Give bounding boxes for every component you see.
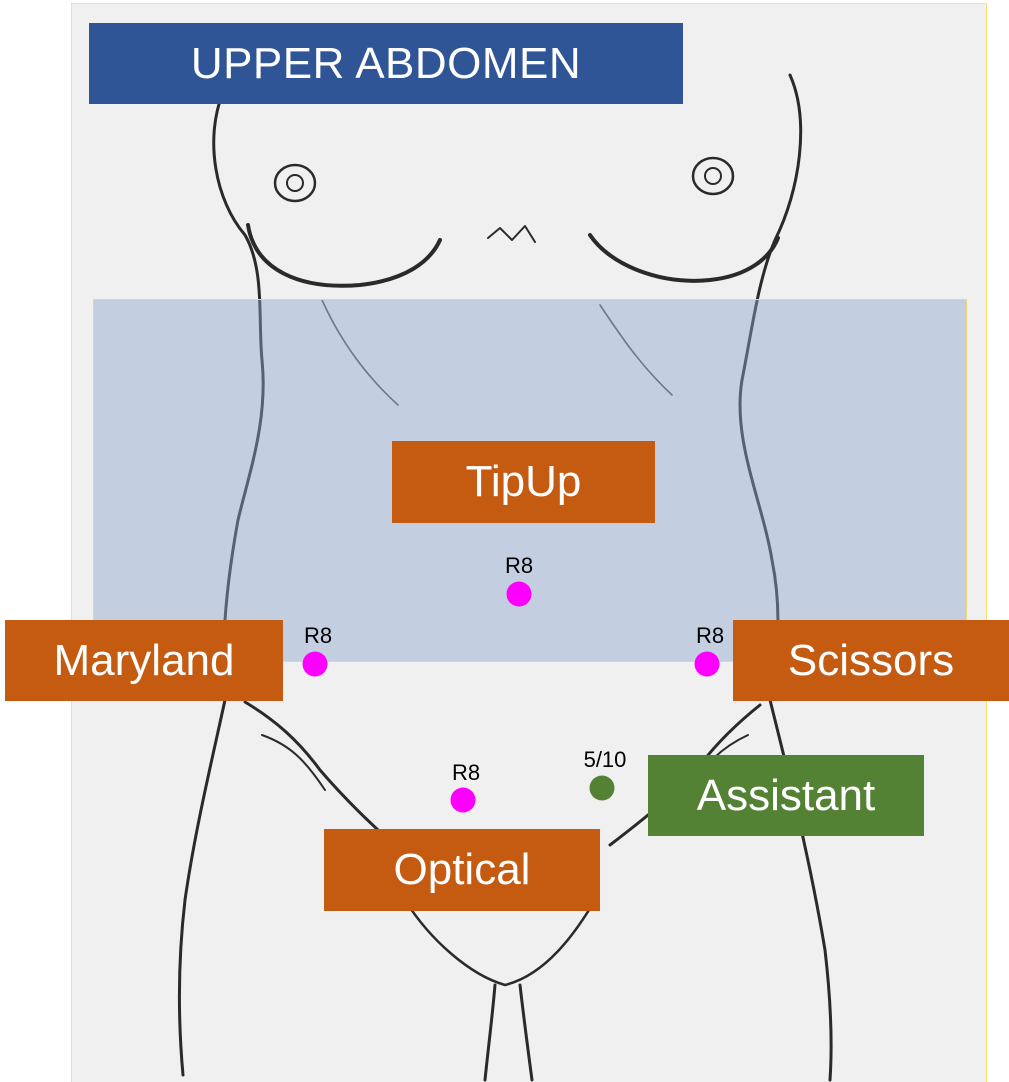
port-label-left: R8 bbox=[304, 623, 332, 649]
port-label-top: R8 bbox=[505, 553, 533, 579]
tipup-label: TipUp bbox=[392, 441, 655, 523]
left-thigh-line bbox=[485, 985, 495, 1080]
right-thigh-line bbox=[520, 985, 532, 1080]
left-nipple bbox=[275, 165, 315, 201]
right-breast-contour bbox=[590, 235, 778, 281]
port-marker-top bbox=[507, 582, 532, 607]
xiphoid-mark bbox=[488, 226, 535, 242]
port-label-optical: R8 bbox=[452, 760, 480, 786]
right-nipple bbox=[693, 158, 733, 194]
port-label-assistant: 5/10 bbox=[584, 747, 627, 773]
port-marker-assistant bbox=[590, 776, 615, 801]
port-label-right: R8 bbox=[696, 623, 724, 649]
port-marker-left bbox=[303, 652, 328, 677]
maryland-label: Maryland bbox=[5, 620, 283, 701]
diagram-title: UPPER ABDOMEN bbox=[89, 23, 683, 104]
assistant-label: Assistant bbox=[648, 755, 924, 836]
scissors-label: Scissors bbox=[733, 620, 1009, 701]
optical-label: Optical bbox=[324, 829, 600, 911]
port-marker-right bbox=[695, 652, 720, 677]
left-breast-contour bbox=[248, 225, 440, 286]
port-marker-optical bbox=[451, 788, 476, 813]
